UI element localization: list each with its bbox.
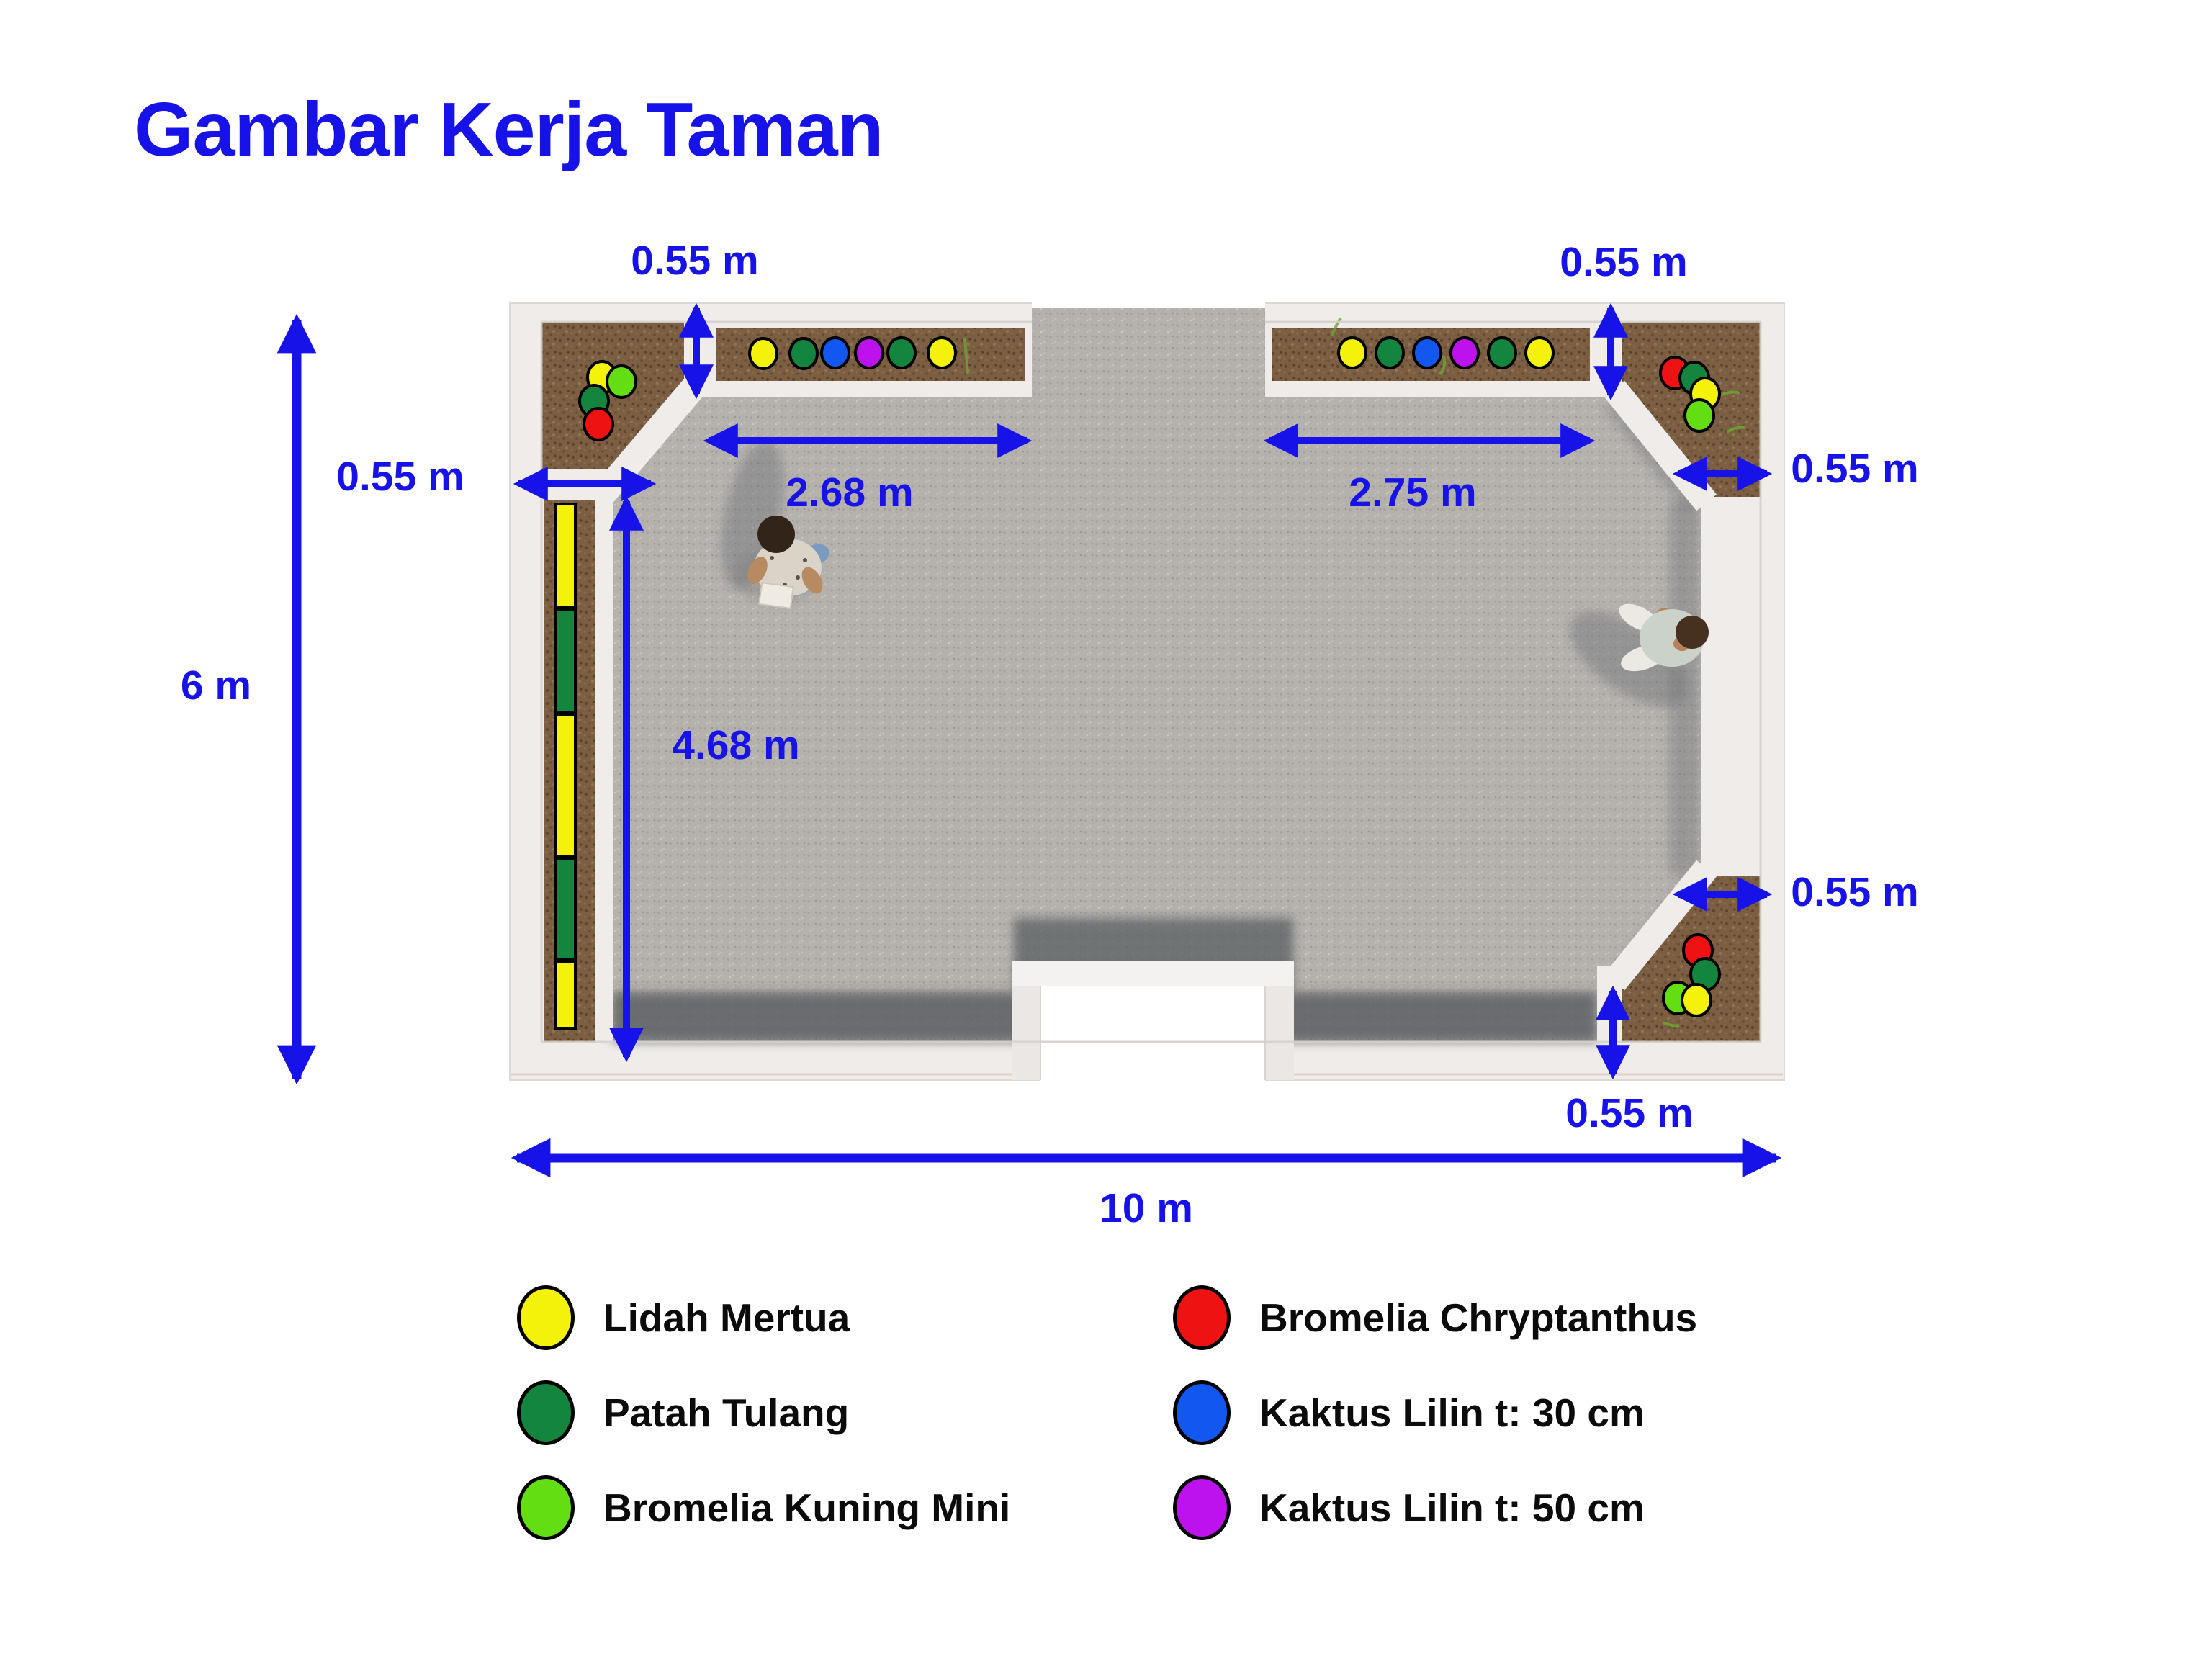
- legend-swatch-bromelia-kuning-mini: [517, 1475, 575, 1540]
- person-plaza: [721, 440, 830, 610]
- bed-left-strip-plants: [554, 503, 577, 1030]
- dim-label-bed-width-bottom-right: 0.55 m: [1565, 1090, 1694, 1136]
- plant-strip-lidah-mertua: [554, 503, 577, 608]
- plant-dot-lidah-mertua: [927, 336, 957, 369]
- plant-dot-lidah-mertua: [1524, 336, 1555, 369]
- legend-swatch-kaktus-lilin-30: [1173, 1380, 1231, 1445]
- legend-label-lidah-mertua: Lidah Mertua: [603, 1295, 850, 1340]
- dim-label-walkway-right-top: 0.55 m: [1791, 446, 1919, 492]
- legend-label-bromelia-kuning-mini: Bromelia Kuning Mini: [603, 1485, 1011, 1530]
- plant-dot-patah-tulang: [788, 337, 819, 370]
- legend-label-patah-tulang: Patah Tulang: [603, 1390, 850, 1435]
- plant-dot-bromelia-kuning-mini: [1683, 398, 1715, 433]
- legend-item-lidah-mertua: Lidah Mertua: [517, 1285, 850, 1350]
- dim-label-garden-depth: 6 m: [180, 662, 252, 709]
- plant-dot-kaktus-lilin-30: [820, 336, 850, 369]
- legend-item-bromelia-kuning-mini: Bromelia Kuning Mini: [517, 1475, 1010, 1540]
- dim-label-bed-width-top-right: 0.55 m: [1560, 239, 1688, 285]
- bed-top-right-strip-dots: [1337, 336, 1555, 369]
- dim-label-path-top-right: 2.75 m: [1349, 469, 1477, 516]
- dim-label-bed-width-top-left: 0.55 m: [631, 238, 759, 284]
- dim-label-garden-width: 10 m: [1100, 1185, 1193, 1231]
- plant-dot-bromelia-kuning-mini: [606, 364, 637, 399]
- legend-swatch-lidah-mertua: [517, 1285, 575, 1350]
- plant-strip-patah-tulang: [554, 858, 577, 961]
- bottom-entrance: [1012, 961, 1294, 1087]
- bed-top-left-strip-dots: [748, 336, 957, 370]
- plant-dot-lidah-mertua: [748, 337, 778, 370]
- plant-dot-bromelia-chryptanthus: [583, 407, 614, 441]
- legend-item-kaktus-lilin-30: Kaktus Lilin t: 30 cm: [1173, 1380, 1645, 1445]
- plant-dot-kaktus-lilin-50: [854, 336, 884, 369]
- plant-dot-patah-tulang: [1375, 336, 1405, 369]
- plant-dot-patah-tulang: [886, 336, 917, 369]
- legend-swatch-patah-tulang: [517, 1380, 575, 1445]
- bed-top-left-corner-dots: [578, 360, 637, 441]
- dim-label-bed-width-left: 0.55 m: [336, 454, 464, 500]
- plant-strip-lidah-mertua: [554, 961, 577, 1030]
- plant-dot-lidah-mertua: [1681, 983, 1712, 1017]
- plant-dot-kaktus-lilin-50: [1449, 336, 1480, 369]
- legend-swatch-bromelia-chryptanthus: [1173, 1285, 1231, 1350]
- dimension-arrows: [276, 302, 1782, 1178]
- dim-label-path-top-left: 2.68 m: [786, 469, 914, 516]
- bed-top-right-corner-dots: [1659, 356, 1721, 433]
- right-walkway: [1701, 497, 1761, 876]
- legend-label-kaktus-lilin-50: Kaktus Lilin t: 50 cm: [1259, 1485, 1645, 1530]
- legend-item-patah-tulang: Patah Tulang: [517, 1380, 849, 1445]
- legend-item-bromelia-chryptanthus: Bromelia Chryptanthus: [1173, 1285, 1697, 1350]
- dim-label-walkway-right-bottom: 0.55 m: [1791, 869, 1919, 915]
- person-walkway: [1570, 603, 1709, 706]
- plant-strip-patah-tulang: [554, 608, 577, 714]
- dim-label-left-bed-length: 4.68 m: [672, 722, 800, 768]
- plant-strip-lidah-mertua: [554, 714, 577, 858]
- bed-left-strip: [541, 469, 613, 1042]
- legend-item-kaktus-lilin-50: Kaktus Lilin t: 50 cm: [1173, 1475, 1645, 1540]
- legend-label-bromelia-chryptanthus: Bromelia Chryptanthus: [1259, 1295, 1698, 1340]
- plant-dot-patah-tulang: [1487, 336, 1517, 369]
- legend-label-kaktus-lilin-30: Kaktus Lilin t: 30 cm: [1259, 1390, 1645, 1435]
- plant-dot-lidah-mertua: [1337, 336, 1367, 369]
- page-title: Gambar Kerja Taman: [134, 87, 884, 172]
- bed-bottom-right-corner-dots: [1662, 933, 1721, 1017]
- wall-inner-edges: [540, 320, 1762, 1043]
- legend-swatch-kaktus-lilin-50: [1173, 1475, 1231, 1540]
- bed-top-left-strip: [709, 322, 1032, 397]
- plant-dot-kaktus-lilin-30: [1412, 336, 1442, 369]
- bed-top-right-strip: [1265, 317, 1622, 397]
